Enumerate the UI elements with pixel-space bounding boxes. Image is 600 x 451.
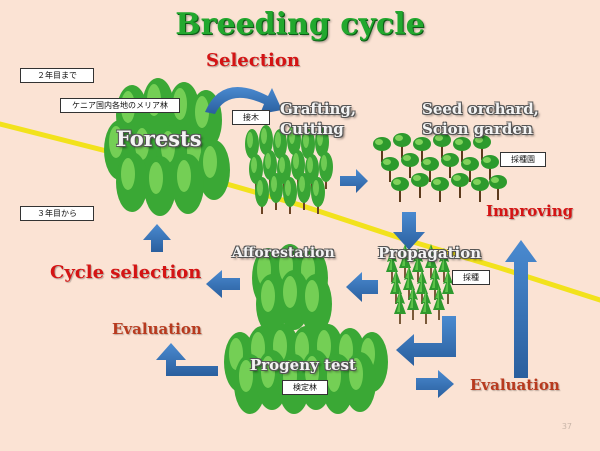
arrow-to-progeny-test [396,316,456,366]
grafting-label-line2: Cutting [280,120,344,138]
arrow-to-evaluation-left [156,343,218,376]
improving-label: Improving [486,202,574,220]
kenya-forest-box: ケニア国内各地のメリア林 [60,98,180,113]
page-number: 37 [561,422,572,431]
arrow-to-evaluation-right [416,370,454,398]
propagation-label: Propagation [378,244,482,262]
afforestation-label: Afforestation [232,245,335,261]
evaluation-left-label: Evaluation [112,320,202,338]
year2-box: ２年目まで [20,68,94,83]
improving-arrow [505,240,537,378]
evaluation-right-label: Evaluation [470,376,560,394]
selection-arrow [205,87,282,114]
arrow-to-cycle-selection [206,270,240,298]
slide-title: Breeding cycle [175,7,425,42]
forests-label: Forests [116,126,202,151]
orchard-box: 採種園 [500,152,546,167]
seed-orchard-label-line1: Seed orchard, [422,100,539,118]
year3-box: ３年目から [20,206,94,221]
test-forest-box: 検定林 [282,380,328,395]
progeny-test-label: Progeny test [250,356,356,374]
cycle-selection-label: Cycle selection [50,262,202,283]
arrow-to-forests [143,224,171,252]
grafting-trees-illustration [245,125,333,214]
arrow-to-propagation [393,212,425,250]
selection-label: Selection [206,50,300,71]
grafting-label-line1: Grafting, [280,100,357,118]
seed-orchard-label-line2: Scion garden [422,120,533,138]
arrow-to-afforestation [346,272,378,302]
arrow-to-orchard [340,169,368,193]
scion-box: 接木 [232,110,270,125]
seed-collection-box: 採種 [452,270,490,285]
seed-orchard-illustration [373,133,507,202]
